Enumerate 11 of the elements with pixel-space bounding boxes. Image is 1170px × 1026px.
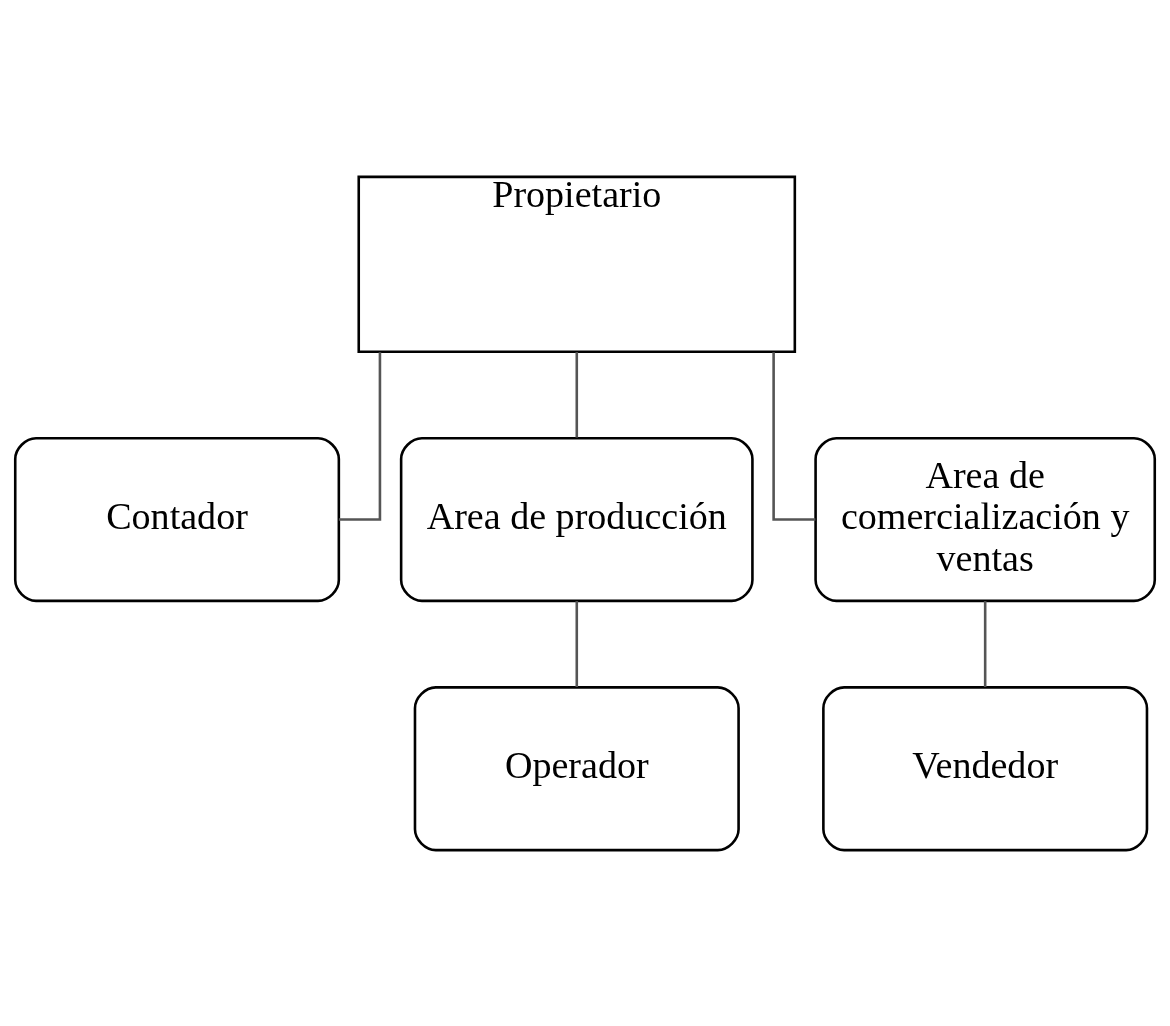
connector: [338, 351, 382, 521]
connector: [772, 351, 816, 521]
node-box: Vendedor: [822, 685, 1149, 851]
connector: [575, 600, 579, 687]
connector: [983, 600, 987, 687]
node-box: Contador: [13, 436, 341, 602]
node-box: Area de comercialización y ventas: [814, 436, 1157, 602]
connector: [575, 351, 579, 438]
node-box: Propietario: [357, 175, 797, 353]
node-box: Operador: [413, 685, 740, 851]
node-box: Area de producción: [399, 436, 754, 602]
